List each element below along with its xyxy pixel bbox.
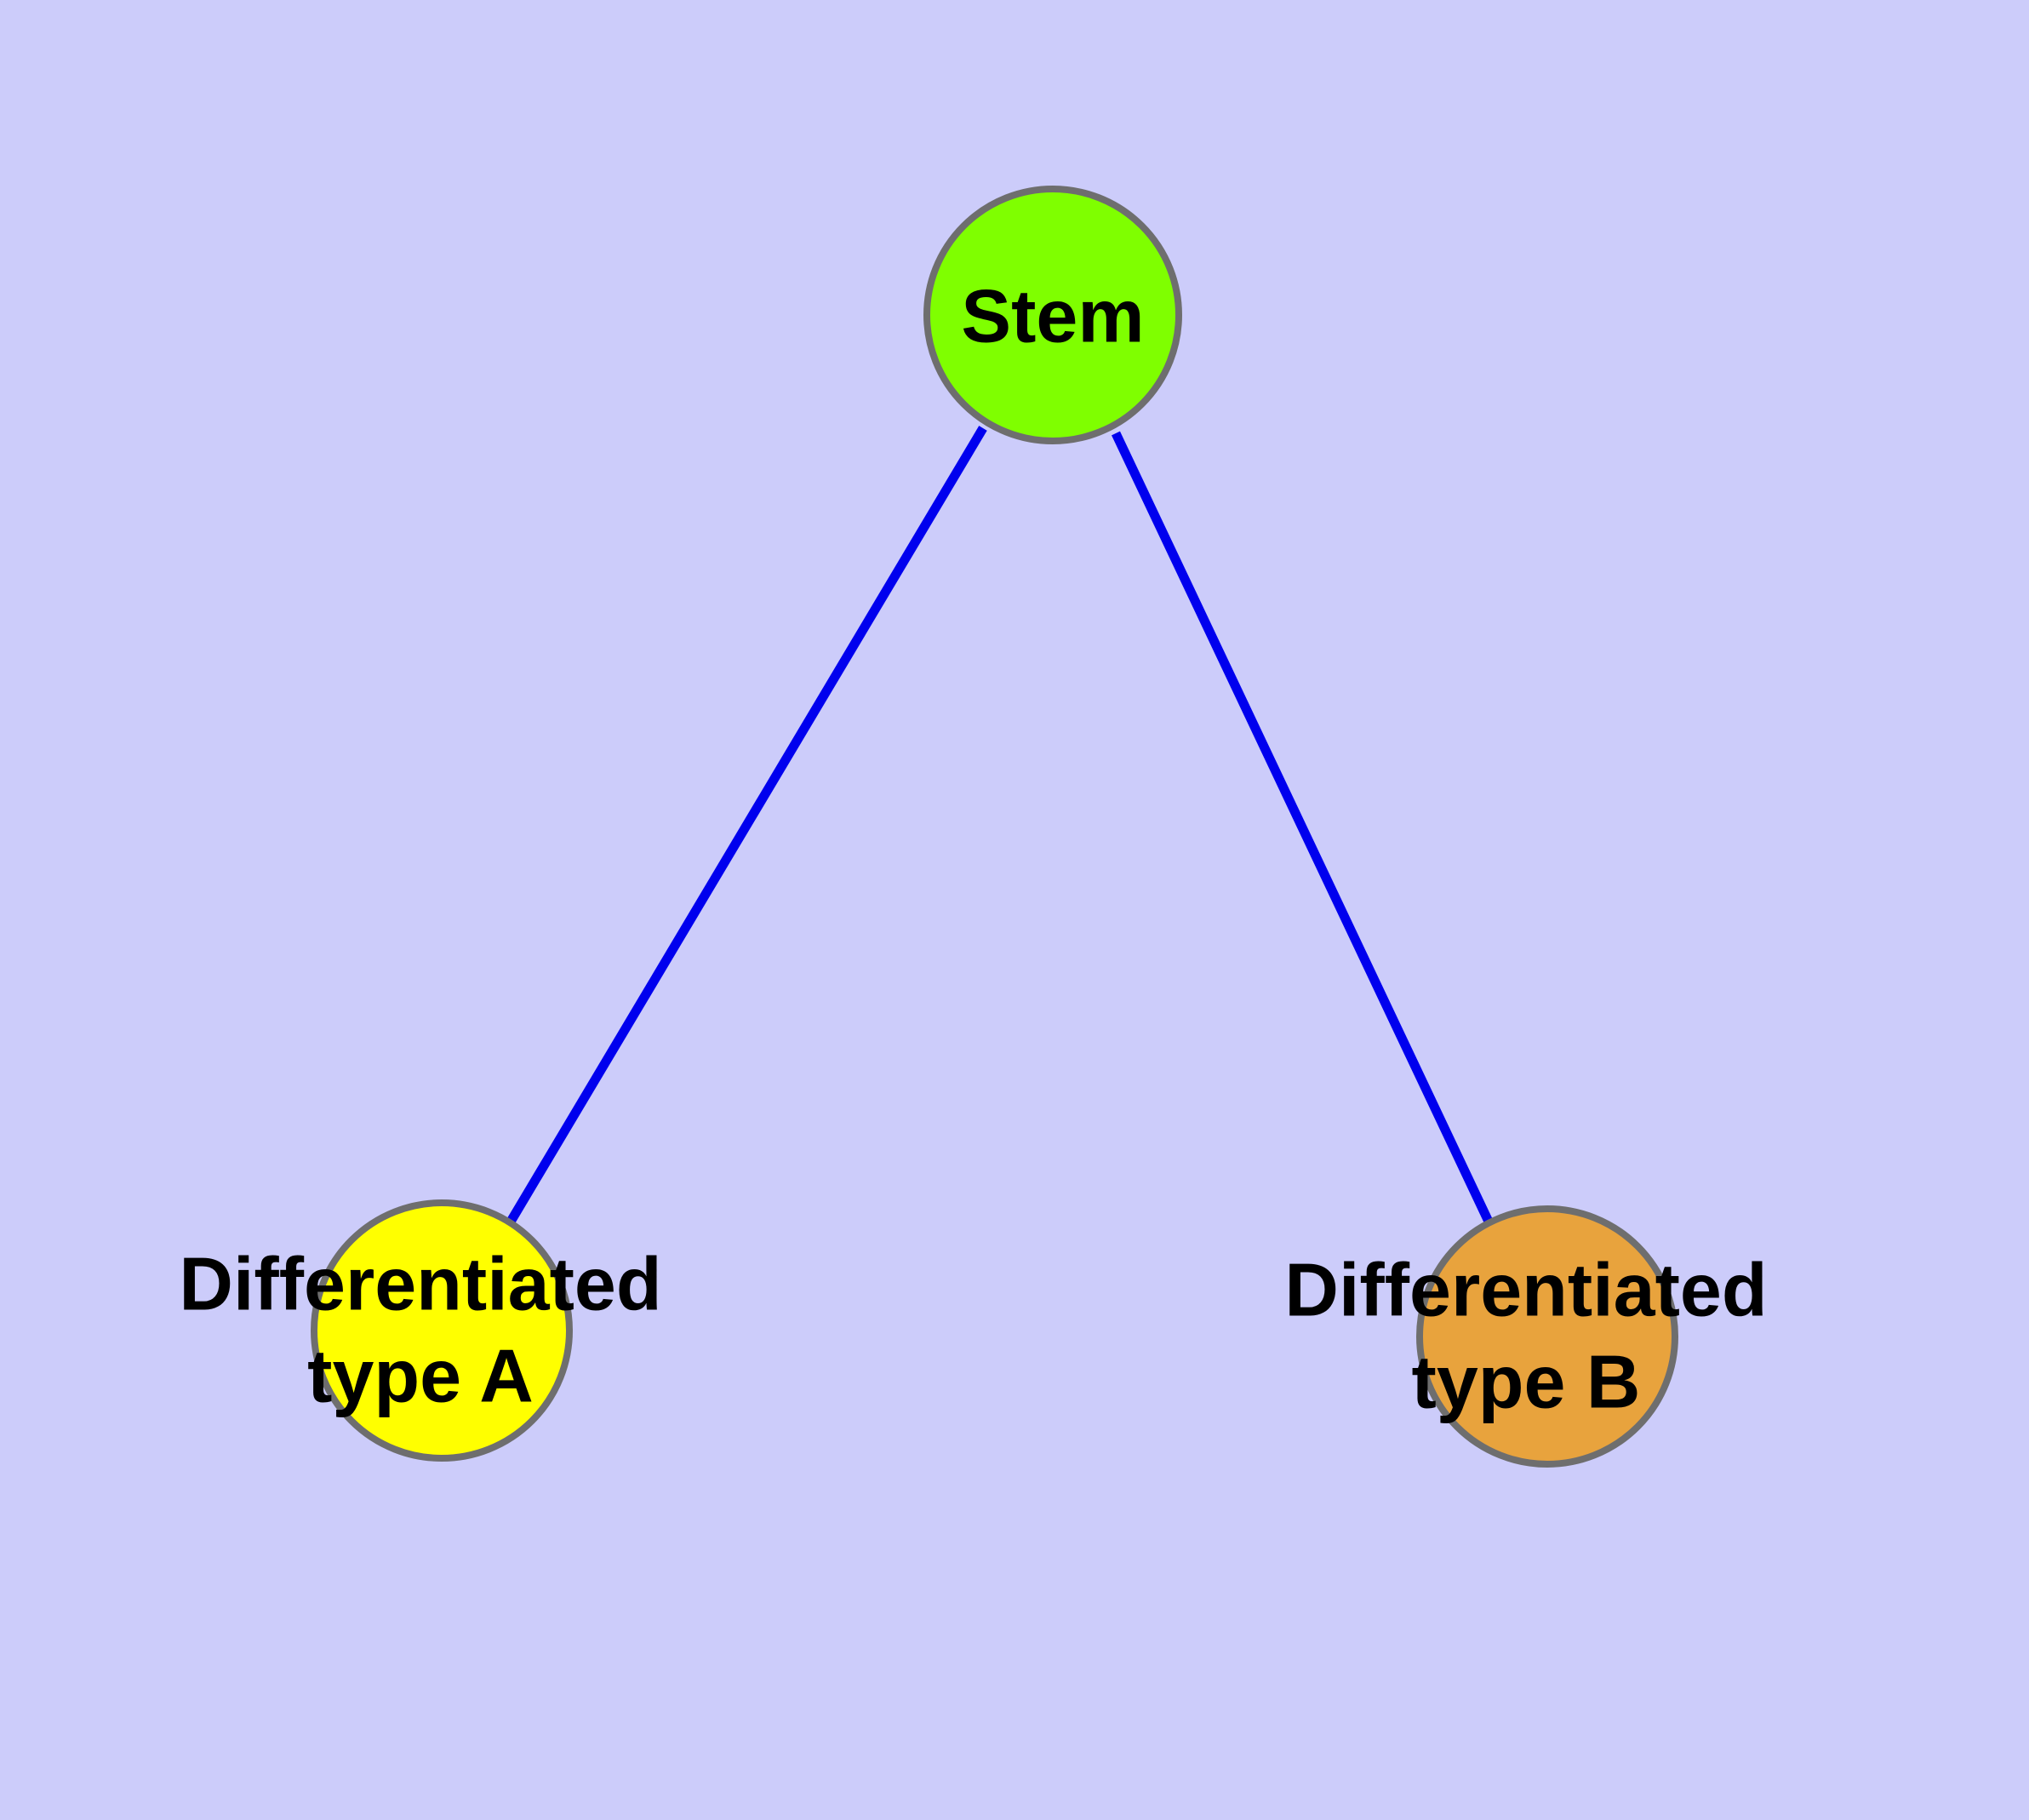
node-label-differentiated-type-b-line2: type B <box>1412 1339 1641 1423</box>
edge-stem-to-differentiated-type-a[interactable] <box>506 426 987 1224</box>
node-label-differentiated-type-a-line2: type A <box>307 1333 534 1417</box>
node-circle-stem[interactable] <box>923 186 1182 444</box>
node-circle-differentiated-type-a[interactable] <box>311 1199 573 1462</box>
node-label-stem: Stem <box>961 273 1144 358</box>
edge-group <box>506 426 1494 1226</box>
edge-stem-to-differentiated-type-b[interactable] <box>1112 431 1494 1226</box>
node-group <box>311 186 1678 1468</box>
node-circle-differentiated-type-b[interactable] <box>1416 1205 1678 1468</box>
node-label-differentiated-type-b-line1: Differentiated <box>1284 1247 1767 1331</box>
label-group: Stem Differentiated type A Differentiate… <box>179 273 1767 1423</box>
node-label-differentiated-type-a-line1: Differentiated <box>179 1241 661 1325</box>
